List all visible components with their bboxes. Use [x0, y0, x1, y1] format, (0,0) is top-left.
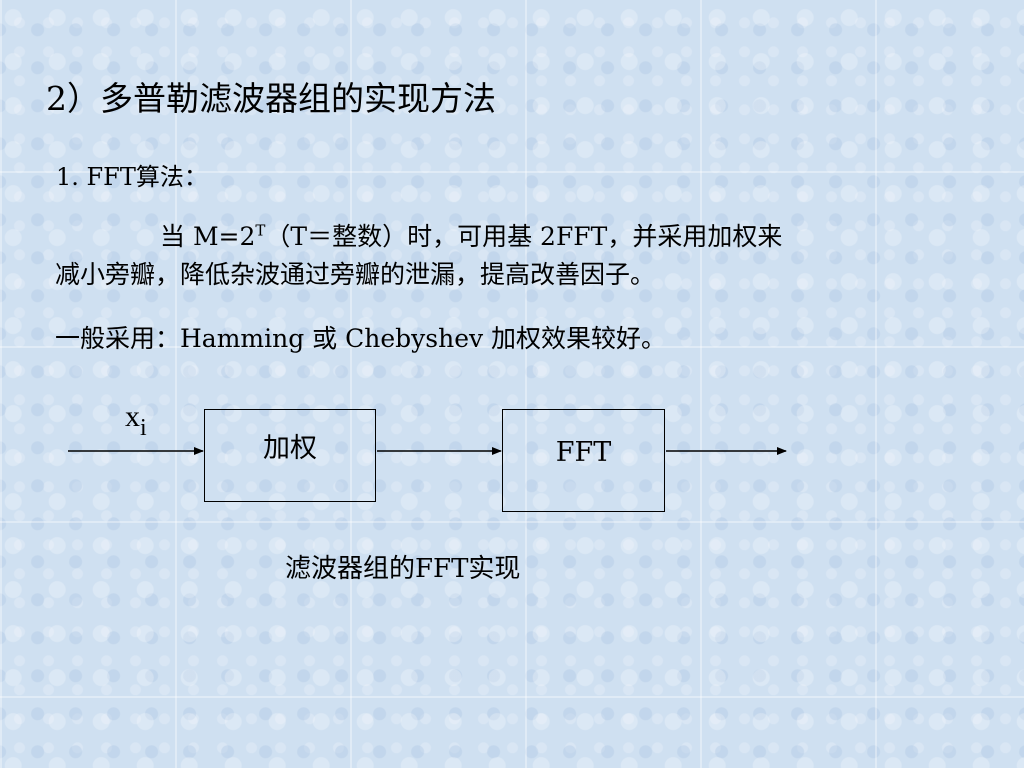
- fft-block-label: FFT: [555, 437, 612, 468]
- slide-title: 2）多普勒滤波器组的实现方法: [46, 79, 496, 118]
- input-signal-label: xi: [125, 400, 147, 440]
- input-symbol: x: [125, 400, 140, 433]
- fft-block: FFT: [502, 409, 665, 512]
- paragraph-fft-condition-line2: 减小旁瓣，降低杂波通过旁瓣的泄漏，提高改善因子。: [55, 260, 656, 289]
- condition-prefix: 当 M=2: [160, 222, 256, 251]
- paragraph-weighting-choice: 一般采用：Hamming 或 Chebyshev 加权效果较好。: [55, 324, 667, 353]
- input-subscript: i: [140, 415, 147, 441]
- weighting-block: 加权: [204, 409, 376, 502]
- paragraph-fft-condition: 当 M=2T（T＝整数）时，可用基 2FFT，并采用加权来: [160, 217, 782, 253]
- condition-exponent: T: [255, 221, 266, 240]
- weighting-block-label: 加权: [263, 433, 317, 464]
- section-heading: 1. FFT算法：: [56, 163, 208, 191]
- diagram-caption: 滤波器组的FFT实现: [285, 554, 521, 584]
- condition-suffix: （T＝整数）时，可用基 2FFT，并采用加权来: [265, 222, 783, 251]
